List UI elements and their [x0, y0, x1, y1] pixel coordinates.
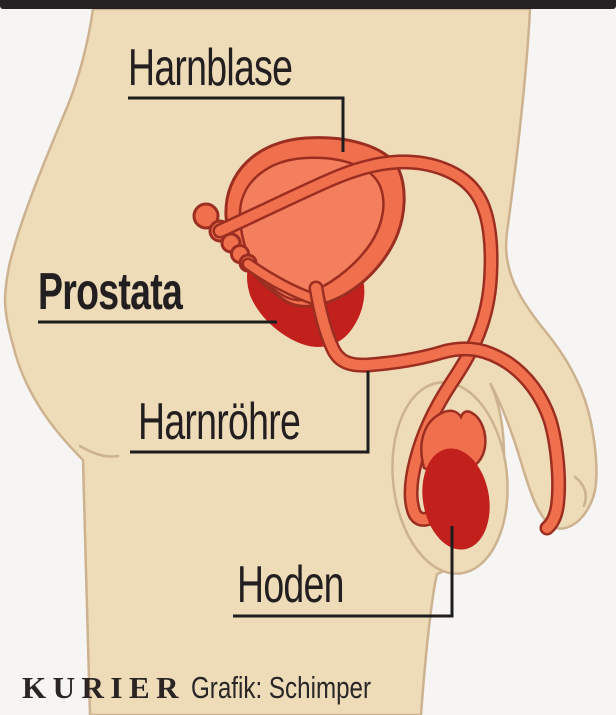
label-hoden-text: Hoden: [237, 556, 344, 614]
label-harnroehre-text: Harnröhre: [138, 393, 301, 451]
glans-line: [573, 475, 587, 508]
ejaculatory-duct-tube: [241, 257, 321, 306]
label-harnroehre: Harnröhre: [138, 396, 363, 448]
leader-harnroehre: [130, 371, 370, 454]
leader-harnblase: [128, 96, 345, 152]
testicle-shape: [422, 448, 490, 550]
gluteal-fold-line: [78, 444, 120, 458]
credit-text: Grafik: Schimper: [191, 670, 372, 705]
vas-deferens-tube: [212, 154, 499, 527]
urethra-tube: [308, 280, 567, 536]
label-harnblase: Harnblase: [128, 42, 356, 94]
leader-hoden: [233, 526, 454, 618]
label-hoden: Hoden: [237, 559, 385, 611]
label-harnblase-text: Harnblase: [128, 39, 293, 97]
brand-logo: KURIER: [22, 670, 186, 705]
label-prostata: Prostata: [38, 266, 238, 318]
top-bar: [0, 0, 616, 9]
label-prostata-text: Prostata: [38, 263, 183, 321]
